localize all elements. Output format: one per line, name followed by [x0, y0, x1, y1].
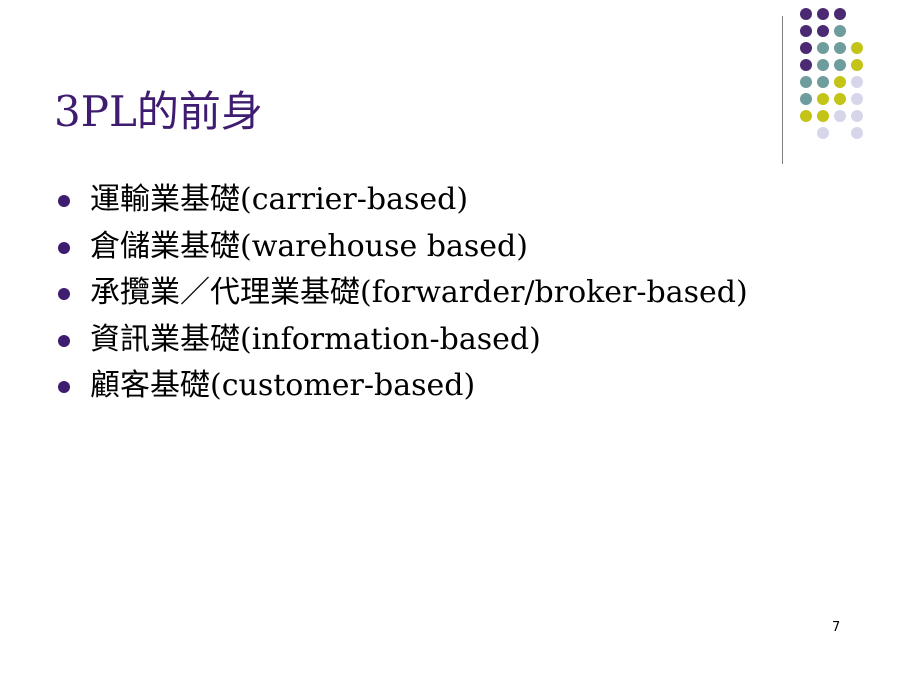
bullet-text: 承攬業／代理業基礎(forwarder/broker-based)	[90, 275, 748, 311]
bullet-dot-icon	[58, 241, 70, 254]
decorative-dot	[817, 8, 829, 20]
decorative-dot	[851, 93, 863, 105]
bullet-dot-icon	[58, 381, 70, 394]
bullet-dot-icon	[58, 195, 70, 207]
decorative-dot	[834, 42, 846, 54]
bullet-item: 倉儲業基礎(warehouse based)	[52, 229, 772, 266]
bullet-item: 運輸業基礎(carrier-based)	[52, 182, 772, 219]
decorative-dot	[851, 127, 863, 139]
decorative-dot	[817, 25, 829, 37]
decorative-dot	[834, 110, 846, 122]
decorative-dot	[817, 59, 829, 71]
bullet-dot-icon	[58, 334, 70, 347]
decorative-dot	[800, 25, 812, 37]
decorative-dot	[817, 93, 829, 105]
decorative-dot	[817, 110, 829, 122]
decorative-dot	[834, 76, 846, 88]
decorative-dot	[800, 110, 812, 122]
decorative-dot	[834, 93, 846, 105]
dot-grid-icon	[800, 8, 890, 148]
vertical-divider	[782, 16, 783, 164]
decorative-dot	[834, 25, 846, 37]
bullet-item: 資訊業基礎(information-based)	[52, 322, 772, 359]
decorative-dot	[851, 76, 863, 88]
bullet-text: 倉儲業基礎(warehouse based)	[90, 228, 528, 264]
bullet-list: 運輸業基礎(carrier-based) 倉儲業基礎(warehouse bas…	[52, 182, 772, 415]
bullet-item: 顧客基礎(customer-based)	[52, 368, 772, 405]
slide-title: 3PL的前身	[54, 87, 263, 136]
decorative-dot	[851, 110, 863, 122]
decorative-dot	[834, 59, 846, 71]
decorative-dot	[851, 59, 863, 71]
decorative-dot	[817, 42, 829, 54]
bullet-text: 顧客基礎(customer-based)	[90, 368, 476, 404]
decorative-dot	[851, 42, 863, 54]
bullet-item: 承攬業／代理業基礎(forwarder/broker-based)	[52, 275, 772, 312]
decorative-dot	[800, 8, 812, 20]
decorative-dot	[800, 76, 812, 88]
bullet-text: 資訊業基礎(information-based)	[90, 321, 541, 357]
bullet-text: 運輸業基礎(carrier-based)	[90, 182, 469, 217]
decorative-dot	[800, 42, 812, 54]
decorative-dot	[817, 76, 829, 88]
decorative-dot	[800, 59, 812, 71]
bullet-dot-icon	[58, 288, 70, 301]
decorative-dot	[800, 93, 812, 105]
page-number: 7	[832, 620, 841, 635]
decorative-dot	[834, 8, 846, 20]
decorative-dot	[817, 127, 829, 139]
